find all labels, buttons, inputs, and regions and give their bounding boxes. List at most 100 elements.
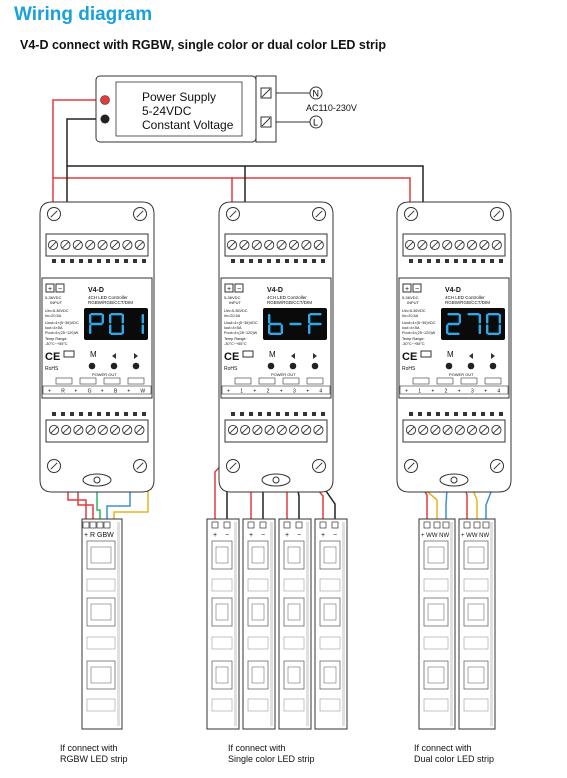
input-terminal-screw (479, 239, 490, 251)
power-supply-line-2: 5-24VDC (142, 104, 192, 118)
vent-slot (61, 412, 65, 416)
strip-plus-label: + (249, 532, 253, 539)
control-button (132, 362, 140, 370)
input-terminal-screw (85, 239, 96, 251)
strip-solder-pad (482, 521, 490, 529)
output-terminal-label: G (88, 389, 92, 395)
ac-terminal-screw-l (260, 116, 272, 128)
vent-slot (97, 259, 101, 263)
vent-slot (142, 259, 146, 263)
control-button (267, 362, 275, 370)
vent-slot (133, 412, 137, 416)
resistor (86, 578, 116, 592)
vent-slot (303, 259, 307, 263)
output-terminal-screw (252, 424, 263, 436)
rgbw-strip-label: + R GBW (84, 532, 114, 539)
output-terminal-screw (276, 424, 287, 436)
output-terminal-label: + (405, 389, 408, 395)
input-label-text: INPUT (229, 300, 242, 305)
output-terminal-screw (122, 424, 133, 436)
output-terminal-label: + (127, 389, 130, 395)
ce-mark: CE (402, 351, 417, 363)
spec-line: Iin=20.5A (224, 314, 241, 318)
led-chip-inner (215, 546, 229, 564)
output-terminal-screw (491, 424, 502, 436)
vent-slot (70, 259, 74, 263)
rgbw-strip: + R GBW (81, 518, 123, 730)
input-terminal-block (402, 233, 506, 257)
vent-slot (88, 412, 92, 416)
input-terminal-screw (97, 239, 108, 251)
output-terminal-label: 3 (471, 389, 474, 395)
strip-minus-pad (259, 521, 267, 529)
led-display (441, 308, 505, 340)
output-labels-row (42, 385, 152, 395)
output-label-box (127, 377, 145, 385)
input-terminal-screw (239, 239, 250, 251)
desc-line-2: RGBW/RGB/CCT/DIM (267, 300, 312, 305)
strip-minus-label: − (261, 532, 265, 539)
vent-slot (463, 412, 467, 416)
input-terminal-block (224, 233, 328, 257)
led-chip-inner (427, 666, 445, 684)
output-terminal-screw (454, 424, 465, 436)
vent-slot (124, 412, 128, 416)
vent-slot (427, 259, 431, 263)
strip-solder-pad (103, 521, 111, 529)
resistor (463, 698, 489, 712)
resistor (247, 578, 269, 592)
vent-slot (312, 259, 316, 263)
resistor (423, 698, 449, 712)
release-clip-hole (272, 476, 280, 484)
output-terminal-screw (109, 424, 121, 436)
vent-slot (445, 259, 449, 263)
vent-slot (142, 412, 146, 416)
vent-slot (436, 259, 440, 263)
control-button (311, 362, 319, 370)
caption-single-line-1: If connect with (228, 743, 286, 753)
output-terminal-label: 1 (418, 389, 421, 395)
output-terminal-screw (479, 424, 490, 436)
vent-slot (294, 412, 298, 416)
led-chip-inner (427, 546, 445, 564)
ac-terminal-screw-n (260, 87, 272, 99)
vent-slot (79, 259, 83, 263)
right-arrow-icon (491, 353, 495, 359)
output-terminal-label: R (61, 389, 65, 395)
left-arrow-icon (469, 353, 473, 359)
control-button (467, 362, 475, 370)
power-supply-line-1: Power Supply (142, 90, 216, 104)
vent-slot (258, 259, 262, 263)
led-chip-inner (251, 546, 265, 564)
caption-rgbw-line-2: RGBW LED strip (60, 754, 128, 764)
spec-line: Uin=5-36VDC (402, 309, 426, 313)
dc-minus-terminal (100, 114, 110, 124)
output-terminal-label: + (101, 389, 104, 395)
caption-rgbw-line-1: If connect with (60, 743, 118, 753)
spec-line: Iout=4×5A (224, 326, 242, 330)
strip-edge (306, 522, 309, 726)
spec-line: Iin=20.5A (45, 314, 62, 318)
input-minus-box (234, 283, 244, 293)
strip-edge (342, 522, 345, 726)
led-chip-inner (467, 666, 485, 684)
led-chip-inner (323, 666, 337, 684)
input-terminal-screw (251, 239, 262, 251)
input-terminal-screw (417, 239, 428, 251)
vent-slot (472, 259, 476, 263)
input-minus-box (412, 283, 422, 293)
resistor (319, 636, 341, 650)
dual-color-strip-2: + WW NW (458, 518, 496, 730)
led-chip-inner (90, 603, 112, 621)
spec-line: Temp Range: (45, 337, 68, 341)
neutral-terminal-label: N (313, 89, 320, 99)
vent-slot (70, 412, 74, 416)
page-title: Wiring diagram (14, 4, 153, 25)
strip-plus-pad (247, 521, 255, 529)
output-terminal-screw (264, 424, 275, 436)
power-supply: Power Supply 5-24VDC Constant Voltage N … (95, 75, 357, 143)
strip-solder-pad (423, 521, 431, 529)
resistor (283, 578, 305, 592)
desc-line-2: RGBW/RGB/CCT/DIM (88, 300, 133, 305)
